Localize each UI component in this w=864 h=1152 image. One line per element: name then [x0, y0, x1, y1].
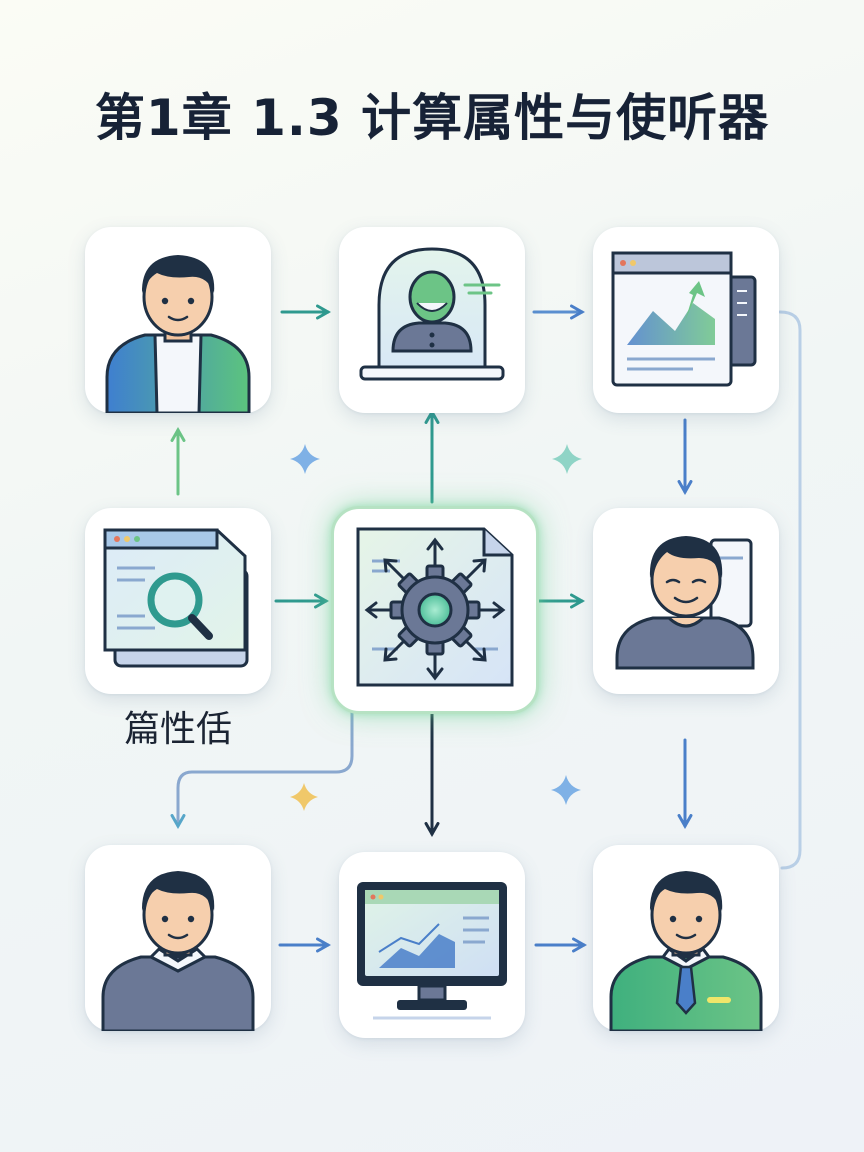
card-bottom-middle	[339, 852, 525, 1038]
person-green-tie-icon	[609, 871, 763, 1031]
computer-monitor-chart-icon	[357, 882, 507, 1020]
user-monitor-dome-icon	[359, 247, 505, 381]
card-center-hub	[331, 506, 539, 714]
arrow-center-to-bottom-left	[170, 710, 354, 830]
sparkle-icon	[551, 775, 581, 805]
person-grey-sweater-icon	[615, 536, 755, 670]
page-title: 第1章 1.3 计算属性与使听器	[94, 89, 770, 147]
sparkle-icon	[552, 444, 582, 474]
card-top-right	[593, 227, 779, 413]
gear-document-hub-icon	[356, 527, 514, 687]
card-top-middle	[339, 227, 525, 413]
person-grey-collar-icon	[101, 871, 255, 1031]
card-middle-right	[593, 508, 779, 694]
card-middle-left	[85, 508, 271, 694]
node-label: 篇性佸	[123, 709, 232, 750]
document-search-icon	[103, 528, 249, 668]
browser-chart-window-icon	[611, 251, 757, 387]
person-green-jacket-icon	[105, 255, 251, 413]
sparkle-icon	[290, 444, 320, 474]
card-bottom-left	[85, 845, 271, 1031]
card-top-left	[85, 227, 271, 413]
right-bracket-connector	[778, 310, 802, 870]
card-bottom-right	[593, 845, 779, 1031]
sparkle-icon	[290, 783, 318, 811]
